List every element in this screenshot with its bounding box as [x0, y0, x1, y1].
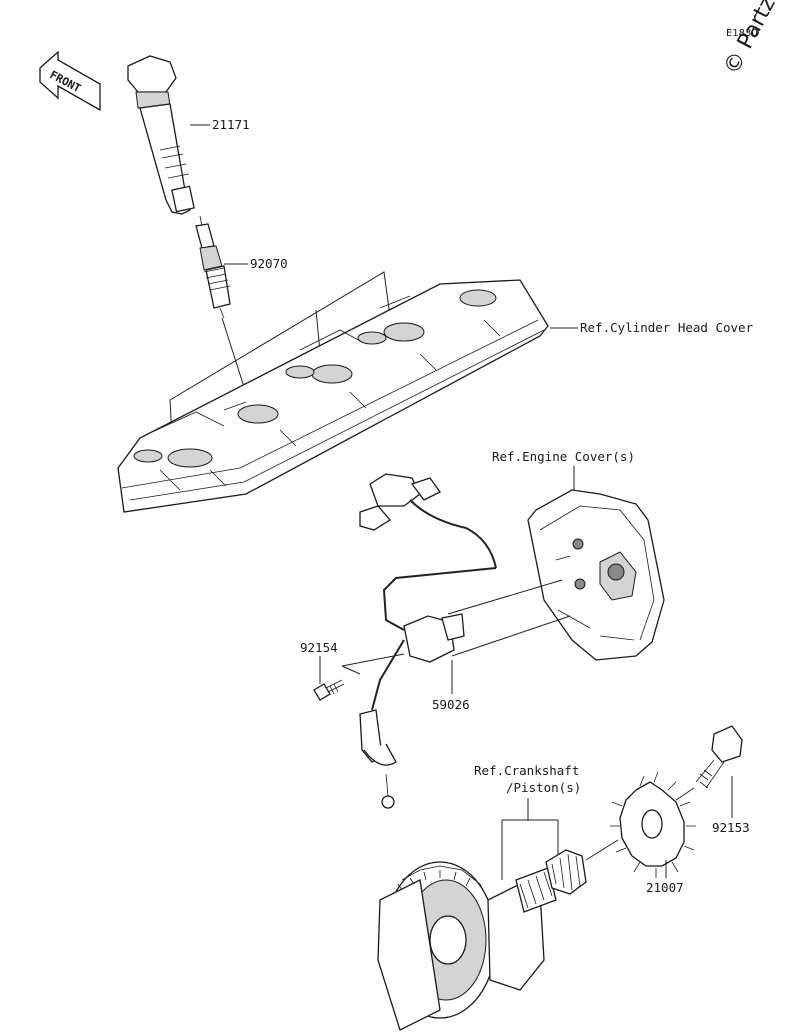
part-label-21171: 21171	[212, 117, 250, 132]
crankshaft	[377, 861, 557, 1031]
diagram-code: E1830	[726, 28, 758, 39]
bolt-92154	[313, 679, 345, 701]
ref-label-crankshaft-line2: /Piston(s)	[506, 780, 581, 795]
part-label-92154: 92154	[300, 640, 338, 655]
front-arrow-icon: FRONT	[39, 50, 101, 112]
part-label-92070: 92070	[250, 256, 288, 271]
engine-cover	[527, 489, 665, 661]
ignition-coil	[127, 55, 195, 215]
ref-label-engine-cover: Ref.Engine Cover(s)	[492, 449, 635, 464]
cylinder-head-cover	[117, 279, 549, 513]
crank-sprocket	[545, 849, 587, 895]
ref-label-cylinder-head-cover: Ref.Cylinder Head Cover	[580, 320, 754, 335]
ref-label-crankshaft-line1: Ref.Crankshaft	[474, 763, 579, 778]
part-label-21007: 21007	[646, 880, 684, 895]
watermark: © Partzilla	[719, 0, 795, 79]
crank-position-sensor	[359, 473, 497, 809]
timing-rotor	[610, 771, 696, 878]
part-label-59026: 59026	[432, 697, 470, 712]
spark-plug	[195, 215, 231, 319]
part-label-92153: 92153	[712, 820, 750, 835]
bolt-92153	[695, 725, 743, 789]
